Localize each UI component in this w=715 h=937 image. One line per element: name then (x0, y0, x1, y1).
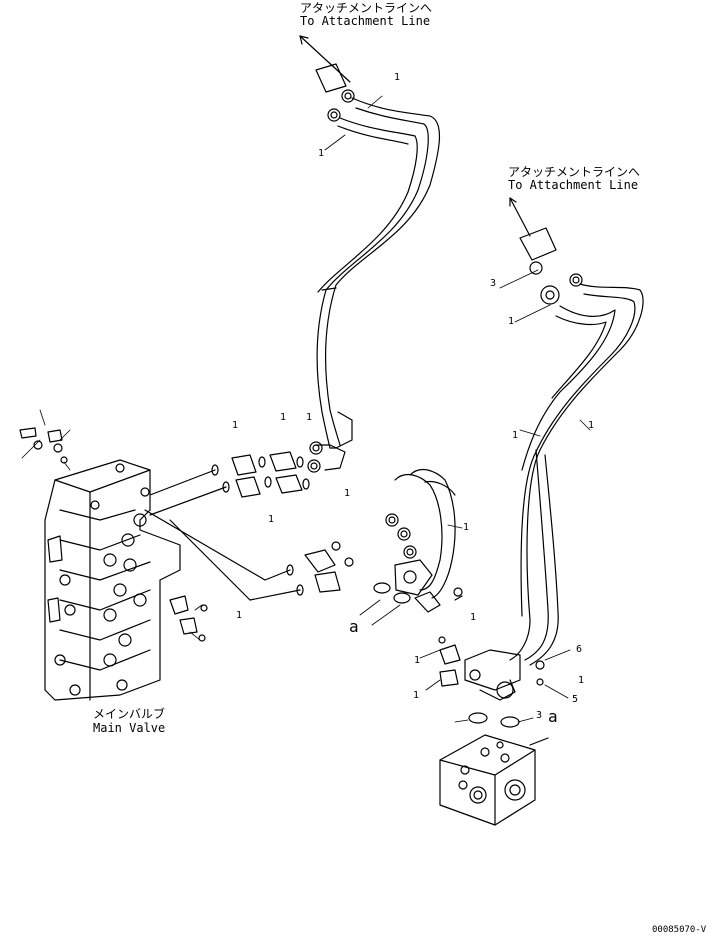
drawing-number: 00085070-V (652, 925, 707, 935)
callout-number: 1 (588, 420, 595, 431)
callout-number: 1 (280, 412, 287, 423)
callout-number: 3 (490, 278, 497, 289)
callout-number: 1 (463, 522, 470, 533)
callout-number: 3 (536, 710, 543, 721)
callout-number: 1 (413, 690, 420, 701)
main-valve-hose-lines (144, 469, 301, 601)
callout-a-right: a (548, 707, 558, 726)
callout-number: 1 (470, 612, 477, 623)
attachment-label-right-jp: アタッチメントラインへ (508, 165, 641, 179)
right-attachment-arrow (509, 197, 531, 237)
center-hose-assembly (385, 468, 463, 613)
fittings-center (211, 451, 411, 604)
callout-number: 1 (344, 488, 351, 499)
attachment-label-top-jp: アタッチメントラインへ (300, 1, 433, 15)
leader-lines (21, 95, 591, 723)
main-valve-label-jp: メインバルブ (93, 707, 166, 721)
main-valve (44, 459, 208, 701)
callout-number: 1 (268, 514, 275, 525)
callout-number: 1 (578, 675, 585, 686)
callout-number: 1 (394, 72, 401, 83)
junction-block (439, 712, 549, 826)
callout-number: 1 (318, 148, 325, 159)
callout-a-left: a (349, 617, 359, 636)
callout-number: 1 (306, 412, 313, 423)
callout-number: 5 (572, 694, 579, 705)
callout-number: 6 (576, 644, 583, 655)
callout-number: 1 (236, 610, 243, 621)
callout-number: 1 (414, 655, 421, 666)
callout-number: 1 (232, 420, 239, 431)
main-valve-label-en: Main Valve (93, 721, 166, 735)
clamps-bolts (438, 636, 545, 687)
attachment-label-right-en: To Attachment Line (508, 178, 639, 192)
right-hose-assembly (464, 227, 644, 701)
main-valve-top-fittings (19, 427, 68, 464)
top-attachment-arrow (299, 35, 351, 83)
top-hose-assembly (307, 63, 441, 473)
callout-number: 1 (512, 430, 519, 441)
attachment-label-top-en: To Attachment Line (300, 14, 431, 28)
callout-number: 1 (508, 316, 515, 327)
